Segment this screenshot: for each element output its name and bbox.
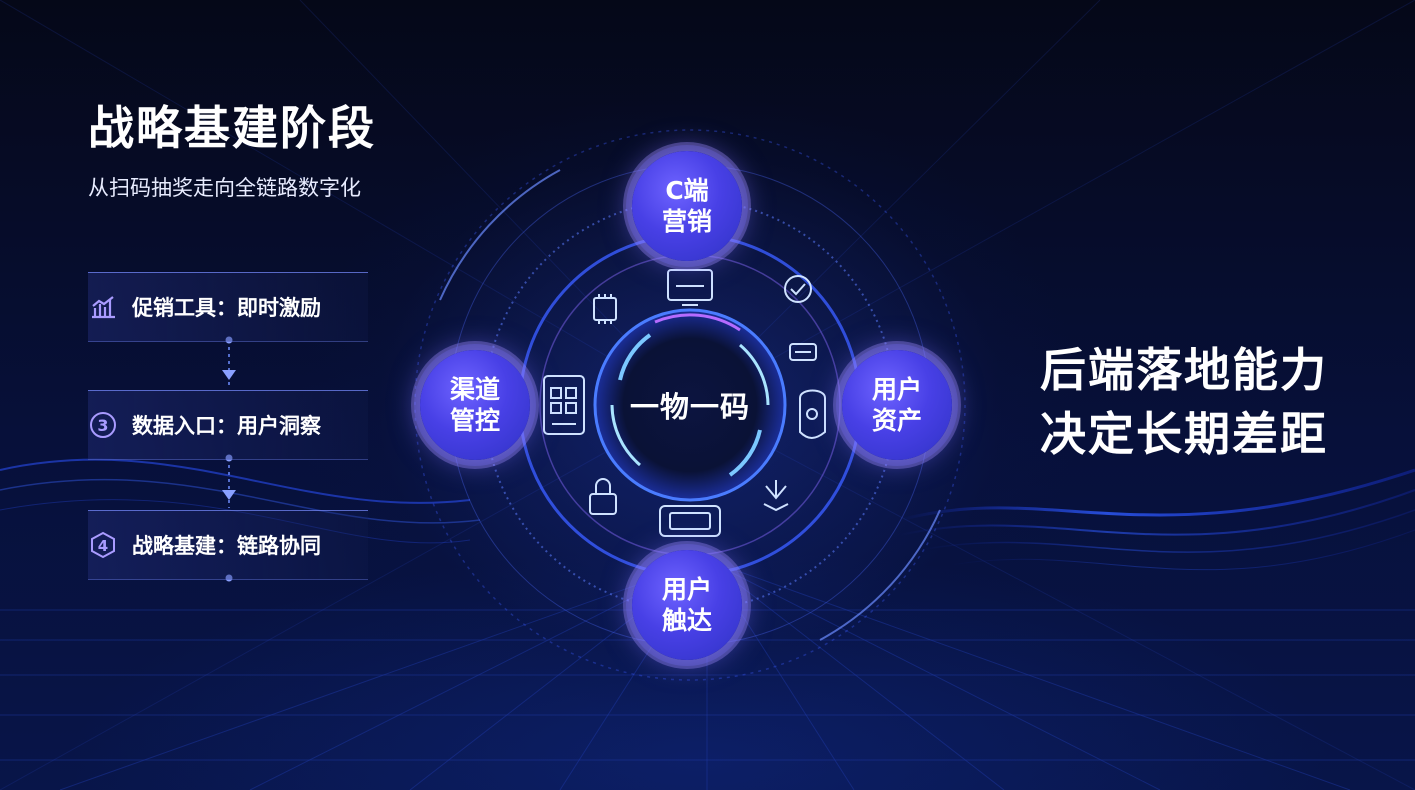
node-c-marketing: C端 营销 (632, 151, 742, 261)
svg-text:4: 4 (98, 537, 108, 555)
lock-icon (589, 478, 617, 515)
svg-text:3: 3 (97, 416, 108, 435)
step-label: 战略基建：链路协同 (132, 534, 321, 558)
step-strategic-infra: 4 战略基建：链路协同 (88, 510, 368, 580)
device-icon (659, 505, 721, 537)
node-user-reach: 用户 触达 (632, 550, 742, 660)
step-label: 数据入口：用户洞察 (132, 414, 321, 438)
chip-icon (593, 294, 617, 324)
node-line: 资产 (871, 406, 922, 435)
node-line: 用户 (661, 575, 712, 604)
number-4-icon: 4 (88, 530, 118, 560)
node-line: C端 (665, 176, 709, 205)
node-channel-control: 渠道 管控 (420, 350, 530, 460)
conclusion: 后端落地能力 决定长期差距 (1040, 338, 1328, 466)
page-subtitle: 从扫码抽奖走向全链路数字化 (88, 176, 361, 200)
card-stack-icon (789, 343, 817, 361)
node-line: 渠道 (449, 375, 500, 404)
step-arrow (222, 370, 236, 380)
hub-center-label: 一物一码 (629, 390, 750, 424)
monitor-icon (667, 269, 713, 306)
hand-scan-icon (799, 389, 826, 439)
conclusion-line: 决定长期差距 (1040, 407, 1328, 461)
bar-chart-icon (88, 292, 118, 322)
download-icon (763, 480, 789, 512)
check-badge-icon (784, 275, 812, 303)
step-promotion: 促销工具：即时激励 (88, 272, 368, 342)
step-data-entry: 3 数据入口：用户洞察 (88, 390, 368, 460)
core-circle (593, 308, 787, 502)
step-label: 促销工具：即时激励 (132, 296, 321, 320)
node-line: 用户 (871, 375, 922, 404)
number-3-icon: 3 (88, 410, 118, 440)
step-arrow (222, 490, 236, 500)
node-line: 管控 (449, 406, 500, 435)
page-title: 战略基建阶段 (88, 101, 376, 155)
node-line: 营销 (661, 207, 712, 236)
node-user-assets: 用户 资产 (842, 350, 952, 460)
node-line: 触达 (661, 606, 712, 635)
conclusion-line: 后端落地能力 (1040, 343, 1328, 397)
qr-code-icon (543, 375, 585, 435)
light-waves (0, 458, 1415, 571)
